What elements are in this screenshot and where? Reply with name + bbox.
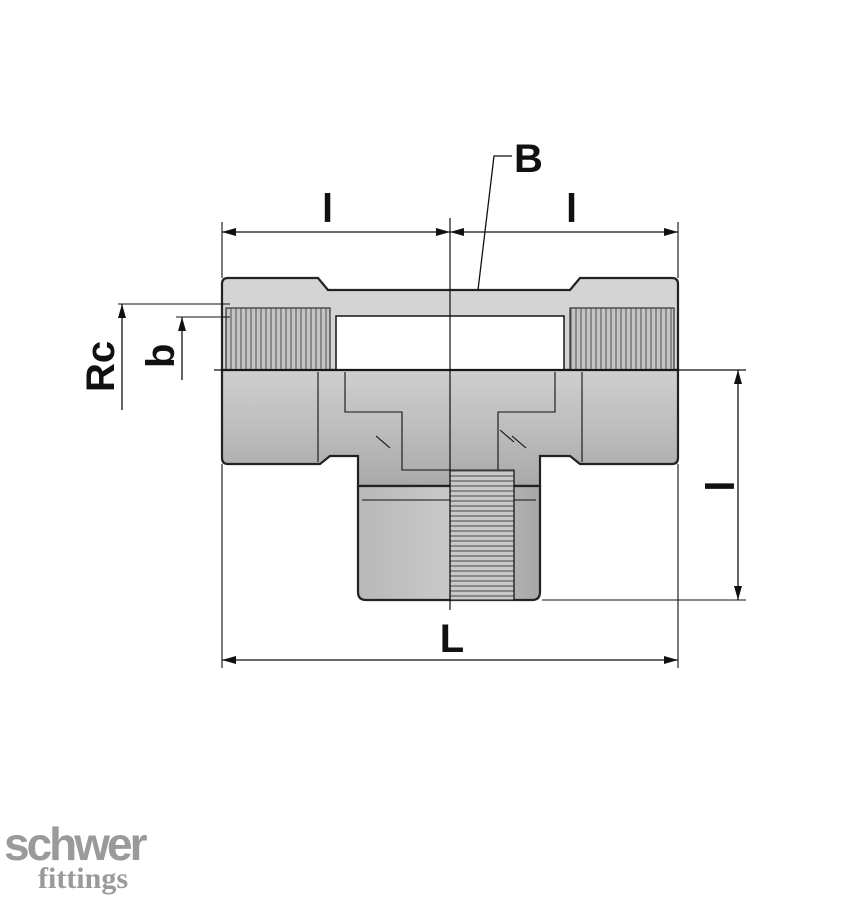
fitting-body — [220, 276, 680, 602]
label-left-length: l — [322, 187, 333, 231]
dimension-top — [221, 222, 679, 278]
schwer-logo: schwer fittings — [4, 818, 151, 895]
label-branch: B — [514, 137, 543, 181]
dimension-side — [542, 370, 746, 601]
label-thread-depth: b — [139, 344, 183, 368]
right-thread — [569, 307, 675, 371]
label-right-length: l — [566, 187, 577, 231]
dimension-overall — [221, 464, 679, 668]
center-lines — [214, 218, 746, 610]
left-thread — [225, 307, 331, 371]
label-thread-size: Rc — [79, 341, 123, 392]
label-side-length: l — [699, 480, 743, 491]
leader-branch — [477, 155, 512, 291]
logo-name: schwer — [4, 818, 148, 870]
logo-sub: fittings — [38, 862, 128, 895]
branch-thread — [449, 469, 515, 601]
label-overall-length: L — [440, 617, 464, 661]
dimension-thread — [118, 303, 230, 410]
